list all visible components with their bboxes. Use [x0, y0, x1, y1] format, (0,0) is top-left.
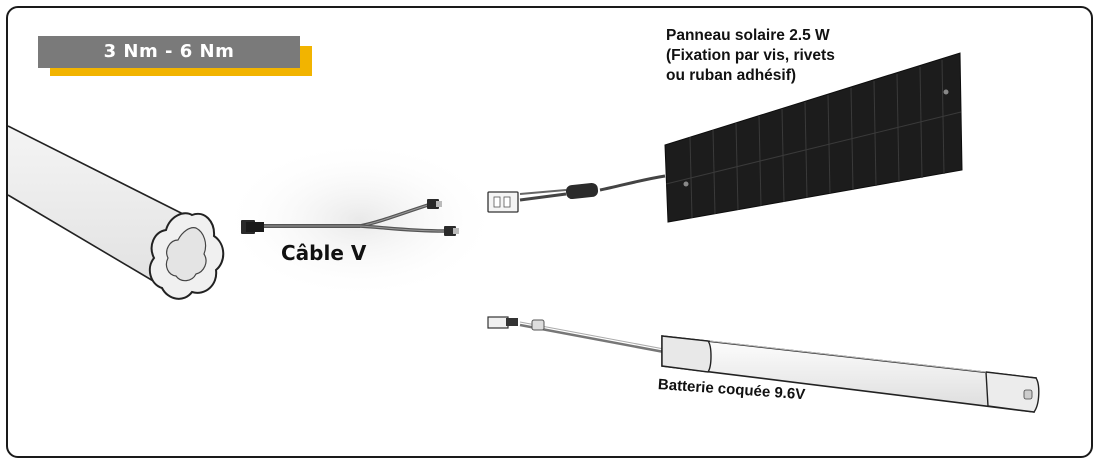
motor-end-cap	[148, 212, 225, 300]
torque-badge: 3 Nm - 6 Nm	[38, 36, 300, 68]
motor-tube	[7, 125, 225, 300]
solar-panel-label: Panneau solaire 2.5 W (Fixation par vis,…	[666, 26, 835, 86]
battery-pack	[487, 316, 1040, 413]
cable-glow	[220, 140, 500, 300]
solar-panel-label-line-1: Panneau solaire 2.5 W	[666, 27, 830, 44]
cable-label: Câble V	[281, 241, 367, 265]
diagram-frame	[6, 6, 1093, 458]
solar-panel-label-line-2: (Fixation par vis, rivets	[666, 47, 835, 64]
solar-cable	[487, 174, 666, 213]
solar-panel-label-line-3: ou ruban adhésif)	[666, 67, 797, 84]
v-cable	[241, 199, 459, 236]
solar-panel	[664, 52, 963, 223]
